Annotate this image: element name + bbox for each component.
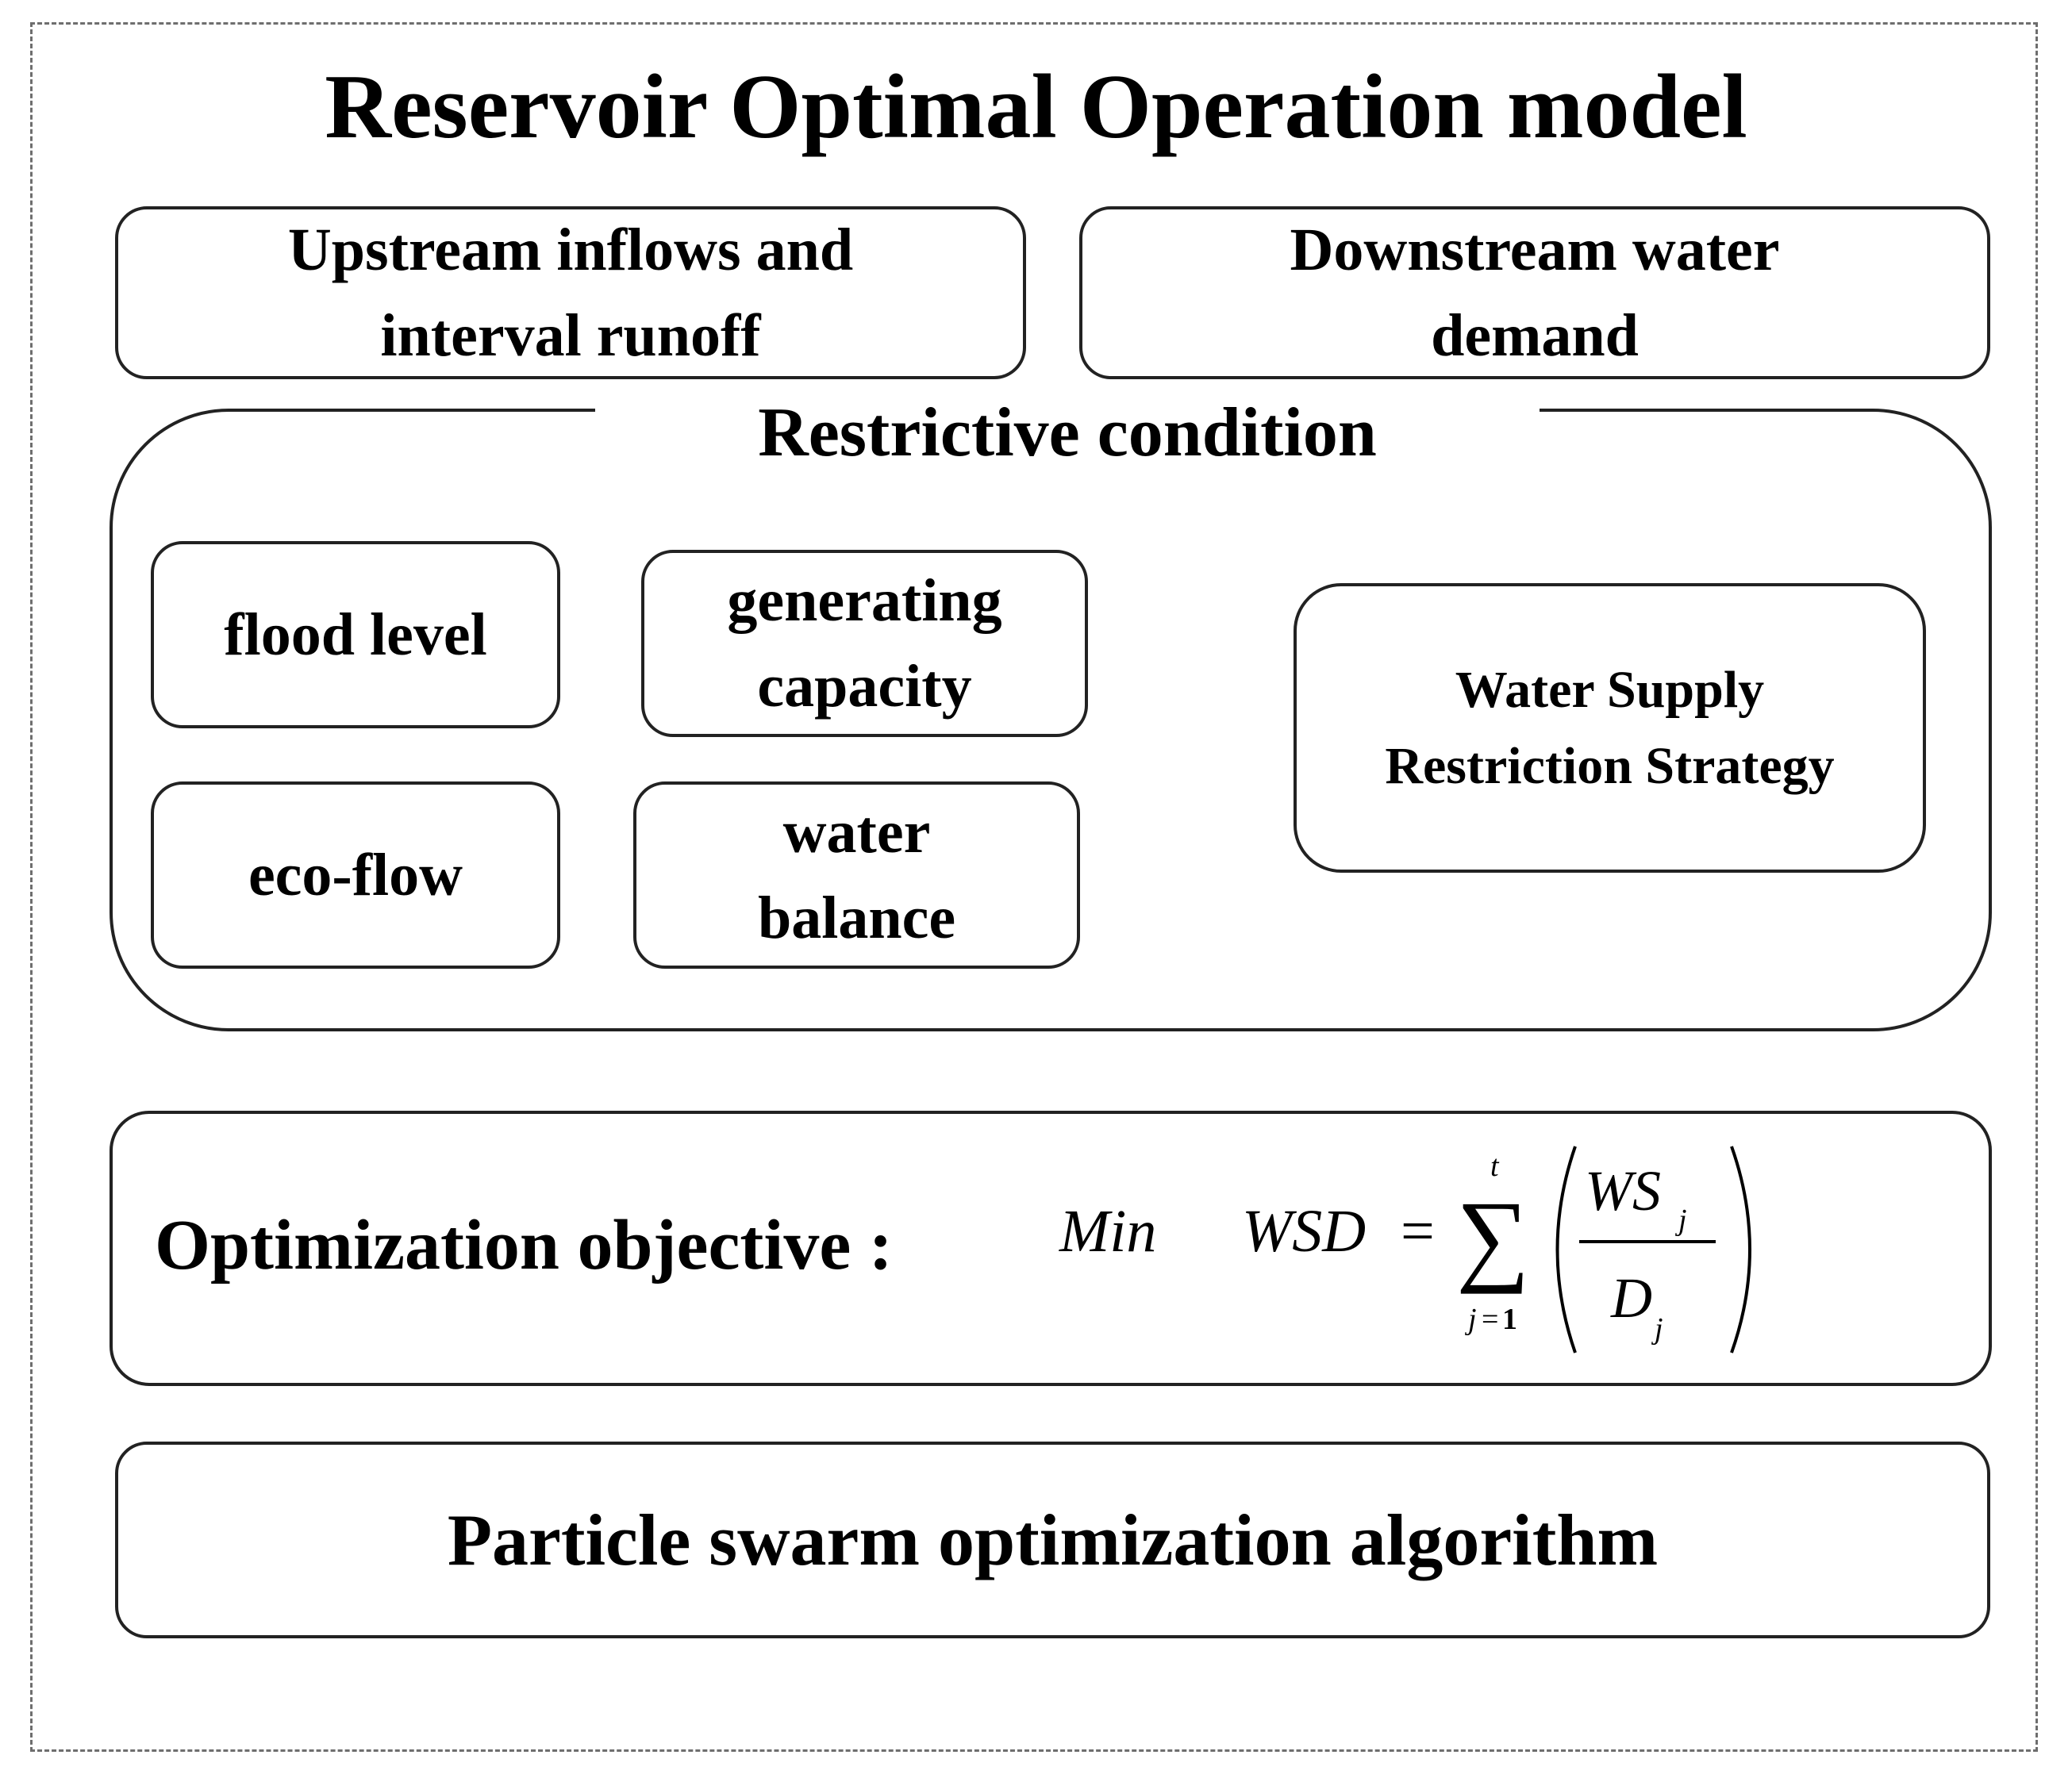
upstream-line-2: interval runoff [380, 302, 761, 369]
flood-level-box: flood level [151, 541, 560, 728]
downstream-demand-box: Downstream water demand [1079, 206, 1990, 379]
upstream-line-1: Upstream inflows and [287, 217, 854, 283]
formula-equals: = [1401, 1198, 1435, 1265]
diagram-title: Reservoir Optimal Operation model [325, 56, 1747, 158]
upstream-inflows-box: Upstream inflows and interval runoff [115, 206, 1026, 379]
formula-lower-eq: = [1482, 1303, 1498, 1336]
formula-lower-val: 1 [1502, 1303, 1517, 1336]
water-balance-line-1: water [782, 799, 931, 866]
pso-algorithm-box: Particle swarm optimization algorithm [115, 1442, 1990, 1638]
generating-capacity-box: generating capacity [641, 550, 1088, 737]
flood-level-label: flood level [224, 601, 487, 668]
eco-flow-box: eco-flow [151, 781, 560, 969]
formula-upper-limit: t [1490, 1150, 1500, 1183]
water-supply-line-1: Water Supply [1455, 660, 1765, 719]
formula-min: Min [1059, 1198, 1156, 1265]
formula-numerator: WS [1585, 1159, 1661, 1223]
objective-formula: Min WSD = ∑ t j = 1 WS j D j [1059, 1146, 1751, 1354]
outer-dashed-frame [30, 22, 2038, 1752]
eco-flow-label: eco-flow [248, 842, 463, 908]
optimization-objective-box [110, 1111, 1992, 1386]
restrictive-condition-label: Restrictive condition [595, 386, 1540, 481]
generating-line-1: generating [727, 567, 1002, 634]
optimization-objective-label: Optimization objective : [155, 1206, 893, 1284]
generating-line-2: capacity [757, 653, 972, 720]
formula-sigma: ∑ [1456, 1181, 1530, 1295]
downstream-line-1: Downstream water [1290, 217, 1780, 283]
downstream-line-2: demand [1431, 302, 1639, 369]
formula-denominator-sub: j [1651, 1312, 1663, 1346]
water-balance-box: water balance [633, 781, 1080, 969]
pso-algorithm-label: Particle swarm optimization algorithm [447, 1499, 1659, 1580]
formula-left-paren [1555, 1146, 1577, 1354]
water-balance-line-2: balance [757, 885, 956, 951]
formula-numerator-sub: j [1674, 1204, 1687, 1237]
water-supply-line-2: Restriction Strategy [1385, 736, 1835, 795]
water-supply-restriction-box: Water Supply Restriction Strategy [1294, 583, 1926, 873]
formula-lower-var: j [1464, 1303, 1477, 1336]
formula-denominator: D [1610, 1266, 1652, 1330]
formula-lhs: WSD [1242, 1198, 1366, 1265]
formula-right-paren [1730, 1146, 1751, 1354]
